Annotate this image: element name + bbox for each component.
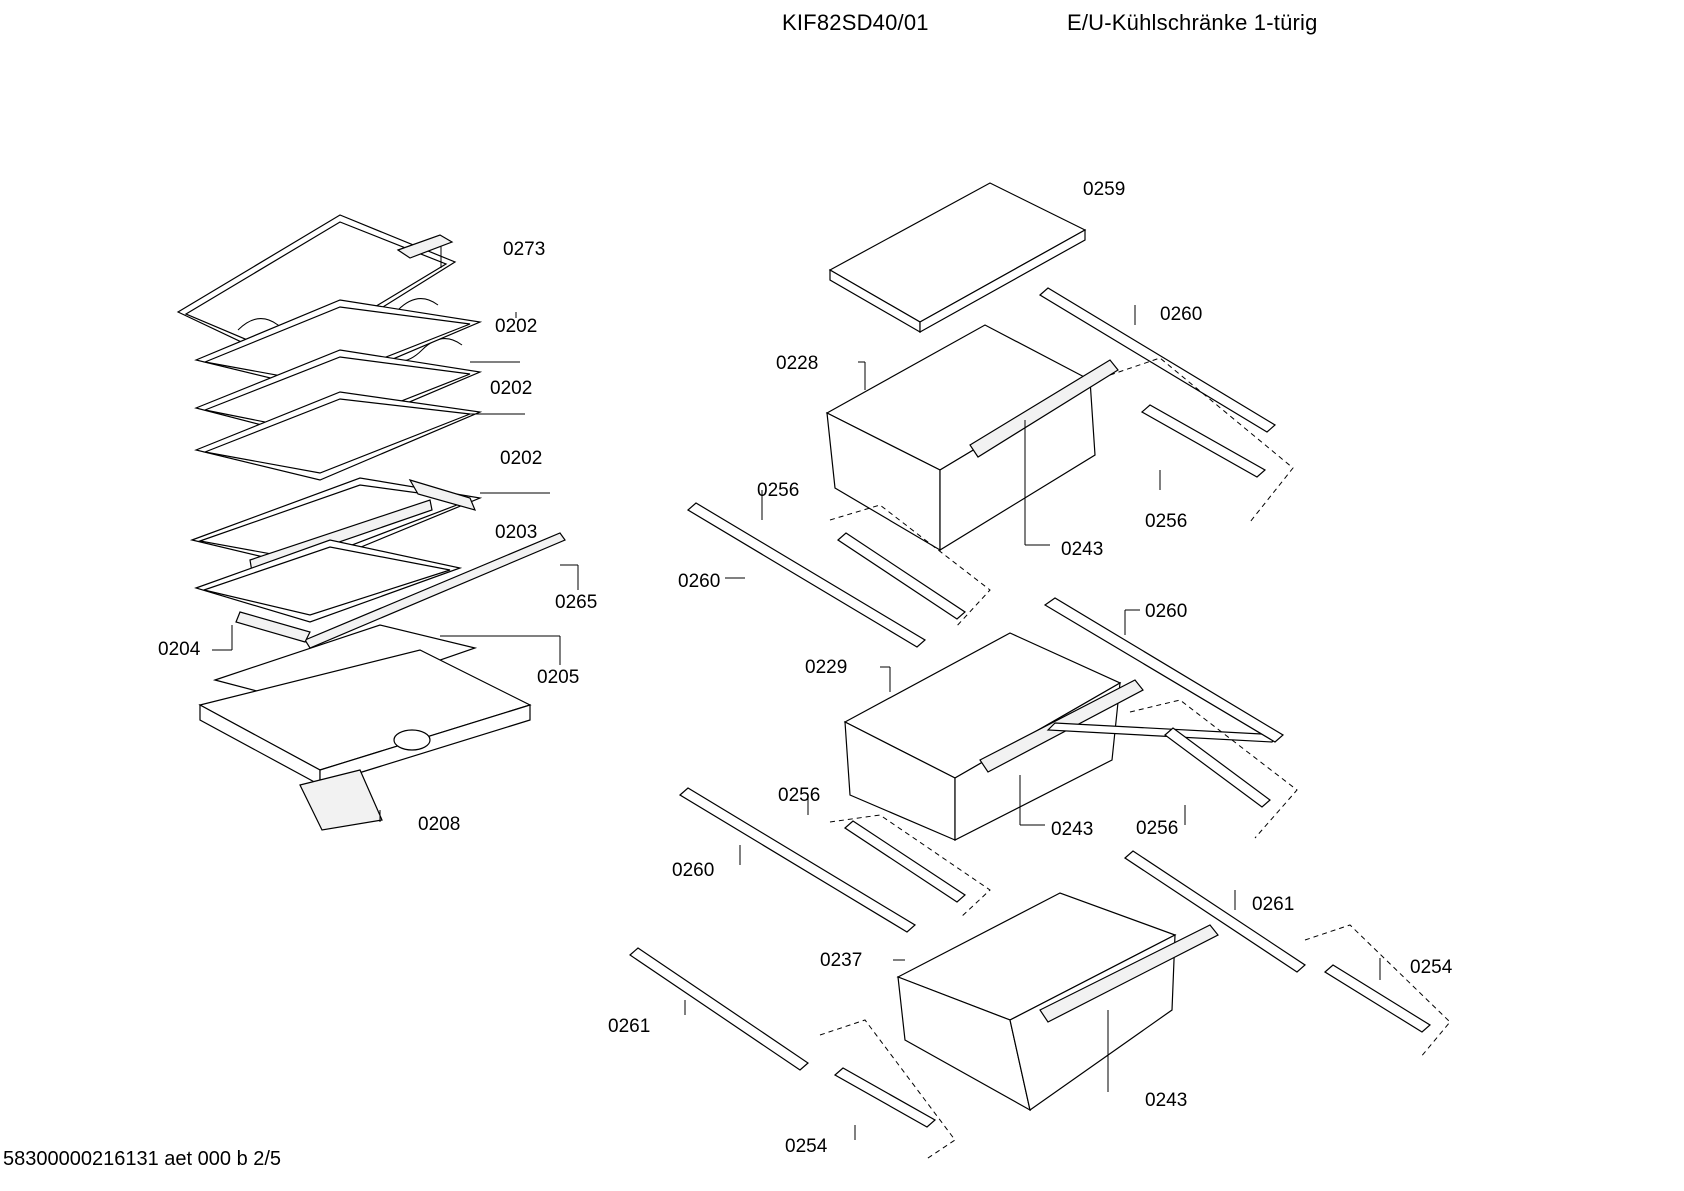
label-0261-b: 0261 <box>608 1016 650 1037</box>
appliance-description: E/U-Kühlschränke 1-türig <box>1067 10 1318 35</box>
label-0254-a: 0254 <box>1410 957 1453 978</box>
label-0203: 0203 <box>495 522 537 543</box>
label-0243-c: 0243 <box>1145 1090 1187 1111</box>
middle-drawer-drawing <box>843 632 1144 841</box>
label-0237: 0237 <box>820 950 862 971</box>
lower-drawer-drawing <box>896 892 1219 1112</box>
telescopic-rails-drawing <box>629 287 1306 1071</box>
label-0228: 0228 <box>776 353 818 374</box>
label-0243-a: 0243 <box>1061 539 1103 560</box>
drawer-cover-drawing <box>828 182 1087 334</box>
label-0259: 0259 <box>1083 179 1125 200</box>
label-0208: 0208 <box>418 814 460 835</box>
label-0273: 0273 <box>503 239 545 260</box>
upper-drawer-drawing <box>825 324 1119 552</box>
shelf-frame-drawing <box>194 539 463 643</box>
label-0261-a: 0261 <box>1252 894 1294 915</box>
label-0202-a: 0202 <box>495 316 537 337</box>
label-0205: 0205 <box>537 667 579 688</box>
left-leader-lines <box>212 246 579 822</box>
label-0256-d: 0256 <box>1136 818 1178 839</box>
rail-carriers-drawing <box>833 404 1432 1128</box>
dashed-guides <box>819 357 1451 1161</box>
label-0202-c: 0202 <box>500 448 542 469</box>
label-0243-b: 0243 <box>1051 819 1093 840</box>
document-code: 58300000216131 aet 000 b 2/5 <box>3 1148 282 1170</box>
label-0229: 0229 <box>805 657 847 678</box>
label-0260-b: 0260 <box>678 571 720 592</box>
label-0260-c: 0260 <box>1145 601 1187 622</box>
part-labels: 0273 0202 0202 0202 0203 0265 0204 0205 … <box>158 179 1453 1157</box>
trim-strip-drawing <box>304 532 566 649</box>
label-0260-a: 0260 <box>1160 304 1202 325</box>
label-0256-b: 0256 <box>1145 511 1187 532</box>
crisper-cover-drawing <box>198 649 532 831</box>
model-number: KIF82SD40/01 <box>782 10 929 35</box>
label-0204: 0204 <box>158 639 201 660</box>
label-0256-c: 0256 <box>778 785 820 806</box>
label-0254-b: 0254 <box>785 1136 828 1157</box>
label-0202-b: 0202 <box>490 378 532 399</box>
label-0256-a: 0256 <box>757 480 799 501</box>
glass-shelves-drawing <box>194 299 483 481</box>
label-0265: 0265 <box>555 592 597 613</box>
right-leader-lines <box>684 305 1381 1140</box>
label-0260-d: 0260 <box>672 860 714 881</box>
